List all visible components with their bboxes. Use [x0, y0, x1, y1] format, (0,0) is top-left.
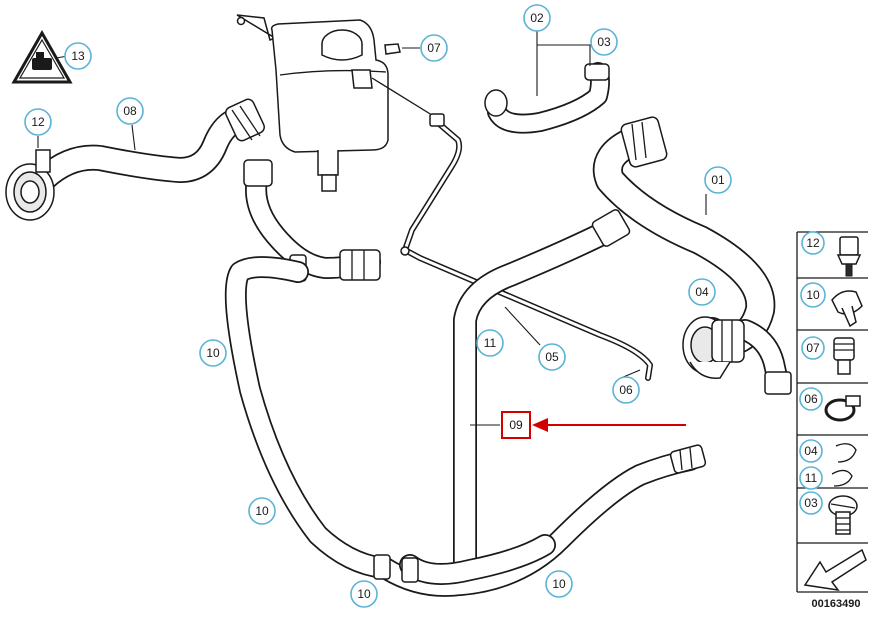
callout-10: 10 — [199, 339, 227, 367]
legend-item-clip — [831, 290, 863, 328]
svg-text:05: 05 — [545, 350, 559, 364]
svg-text:04: 04 — [804, 444, 818, 458]
vent-pipe-05 — [400, 113, 653, 381]
callout-04: 04 — [688, 278, 716, 306]
svg-text:10: 10 — [255, 504, 269, 518]
svg-text:12: 12 — [806, 236, 820, 250]
svg-text:11: 11 — [484, 336, 497, 350]
svg-text:10: 10 — [552, 577, 566, 591]
hot-coolant-warning-icon — [11, 29, 73, 84]
svg-text:10: 10 — [357, 587, 371, 601]
svg-text:07: 07 — [806, 341, 820, 355]
callout-13: 13 — [64, 42, 92, 70]
svg-text:04: 04 — [695, 285, 709, 299]
callout-10: 10 — [800, 282, 826, 308]
leader-lines — [37, 30, 707, 426]
svg-text:02: 02 — [530, 11, 544, 25]
legend-panel: 12 07 06 04 — [796, 231, 868, 593]
forward-arrow-icon — [803, 548, 867, 592]
svg-text:07: 07 — [427, 41, 441, 55]
callout-06: 06 — [612, 376, 640, 404]
hose-10-right — [373, 444, 707, 597]
svg-text:03: 03 — [597, 35, 611, 49]
callout-10: 10 — [350, 580, 378, 608]
legend-item-sensor: 12 — [801, 231, 862, 277]
svg-text:01: 01 — [711, 173, 725, 187]
svg-text:13: 13 — [71, 49, 85, 63]
svg-text:12: 12 — [31, 115, 45, 129]
svg-text:06: 06 — [619, 383, 633, 397]
svg-text:10: 10 — [806, 288, 820, 302]
callout-09-highlighted: 09 — [501, 411, 531, 439]
connector-04 — [682, 316, 745, 379]
callout-11: 11 — [476, 329, 504, 357]
callout-02: 02 — [523, 4, 551, 32]
callout-10: 10 — [545, 570, 573, 598]
svg-text:09: 09 — [509, 418, 523, 432]
document-number: 00163490 — [812, 598, 861, 610]
callout-05: 05 — [538, 343, 566, 371]
callout-07: 07 — [420, 34, 448, 62]
legend-item-hose-clamp: 06 — [799, 387, 861, 422]
svg-text:11: 11 — [805, 471, 818, 485]
tank-vent-leader — [371, 77, 441, 121]
callout-01: 01 — [704, 166, 732, 194]
hose-08 — [5, 98, 265, 221]
callout-10: 10 — [248, 497, 276, 525]
svg-text:08: 08 — [123, 104, 137, 118]
svg-text:06: 06 — [804, 392, 818, 406]
expansion-tank — [236, 14, 401, 192]
callout-08: 08 — [116, 97, 144, 125]
callout-03: 03 — [590, 28, 618, 56]
callouts: 13 12 08 02 03 07 01 04 10 11 05 06 09 1… — [24, 4, 826, 608]
legend-item-bleed-screw: 03 — [799, 491, 858, 535]
svg-text:03: 03 — [804, 496, 818, 510]
legend-item-plug: 07 — [801, 336, 855, 375]
hose-02 — [484, 62, 610, 134]
hose-10-left — [224, 256, 396, 579]
callout-12: 12 — [24, 108, 52, 136]
svg-text:10: 10 — [206, 346, 220, 360]
legend-item-spring-clip: 04 11 — [799, 439, 857, 490]
hose-11 — [453, 209, 631, 592]
highlight-arrow — [532, 418, 686, 432]
